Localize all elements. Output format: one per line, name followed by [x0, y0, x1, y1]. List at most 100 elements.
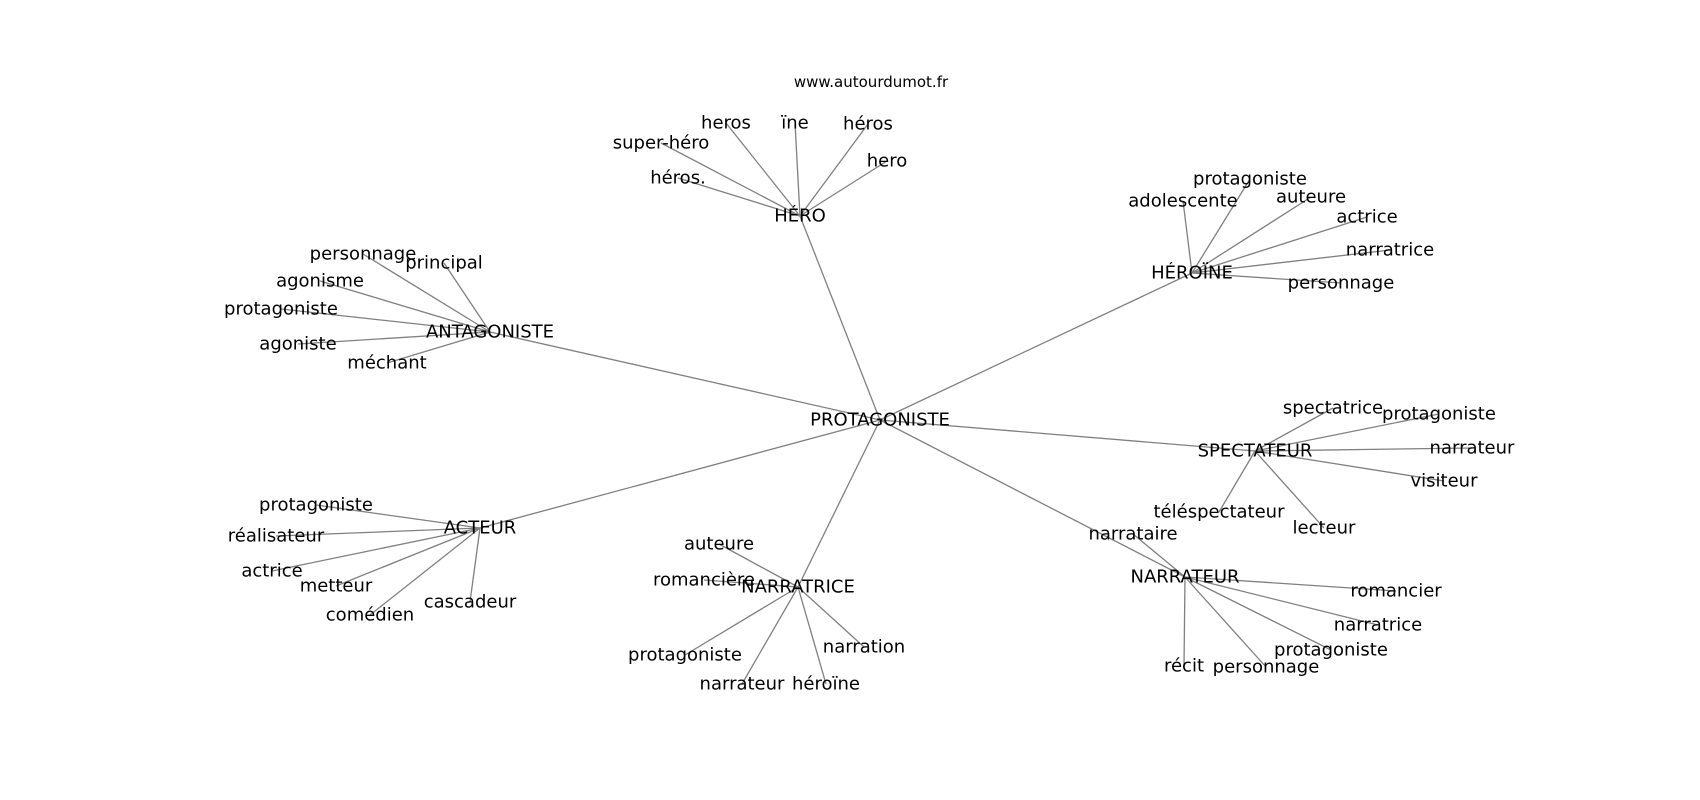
- edge-hub-4-leaf-2: [271, 527, 481, 572]
- leaf-node-label[interactable]: narrateur: [1430, 438, 1515, 459]
- watermark-text: www.autourdumot.fr: [794, 73, 949, 91]
- leaf-node-label[interactable]: récit: [1164, 656, 1204, 677]
- edge-hub-4-leaf-0: [315, 504, 481, 529]
- edge-hub-1-leaf-3: [1191, 216, 1368, 274]
- leaf-node-label[interactable]: narratrice: [1346, 240, 1434, 261]
- leaf-node-label[interactable]: narration: [823, 637, 905, 658]
- leaf-node-label[interactable]: romancière: [653, 570, 755, 591]
- leaf-node-label[interactable]: héros.: [650, 168, 706, 189]
- leaf-node-label[interactable]: protagoniste: [1382, 404, 1496, 425]
- edge-hub-5-leaf-5: [797, 586, 827, 685]
- edge-hub-0-leaf-0: [725, 122, 801, 217]
- leaf-node-label[interactable]: protagoniste: [224, 299, 338, 320]
- leaf-node-label[interactable]: narratrice: [1334, 615, 1422, 636]
- edge-center-hub-2: [489, 331, 881, 421]
- edge-hub-3-leaf-0: [1254, 407, 1334, 452]
- edge-hub-0-leaf-1: [794, 122, 801, 217]
- edge-hub-2-leaf-4: [297, 331, 491, 345]
- leaf-node-label[interactable]: actrice: [1336, 207, 1397, 228]
- graph-labels: heros ïne héros super-héro hero héros. protago…: [224, 113, 1515, 695]
- edge-hub-4-leaf-5: [469, 527, 481, 603]
- leaf-node-label[interactable]: metteur: [300, 576, 373, 597]
- leaf-node-label[interactable]: agoniste: [259, 334, 336, 355]
- edge-center-hub-3: [879, 419, 1256, 452]
- edge-hub-6-leaf-3: [1184, 576, 1332, 651]
- edge-hub-3-leaf-3: [1254, 450, 1445, 482]
- edge-hub-0-leaf-5: [677, 177, 801, 217]
- leaf-node-label[interactable]: heros: [701, 113, 751, 134]
- leaf-node-label[interactable]: protagoniste: [259, 495, 373, 516]
- leaf-node-label[interactable]: réalisateur: [228, 526, 325, 547]
- leaf-node-label[interactable]: actrice: [241, 561, 302, 582]
- edge-hub-4-leaf-1: [275, 527, 481, 537]
- edge-hub-6-leaf-0: [1132, 533, 1186, 578]
- edge-hub-3-leaf-2: [1254, 447, 1473, 452]
- edge-hub-1-leaf-4: [1191, 249, 1391, 274]
- leaf-node-label[interactable]: protagoniste: [628, 645, 742, 666]
- edge-hub-3-leaf-4: [1218, 450, 1256, 513]
- leaf-node-label[interactable]: méchant: [347, 353, 426, 374]
- hub-node-label[interactable]: SPECTATEUR: [1198, 441, 1313, 462]
- edge-hub-5-leaf-4: [741, 586, 799, 685]
- edge-hub-2-leaf-5: [386, 331, 491, 364]
- hub-node-label[interactable]: HÉROÏNE: [1151, 262, 1233, 284]
- leaf-node-label[interactable]: héros: [843, 114, 893, 135]
- edge-hub-1-leaf-0: [1191, 178, 1251, 274]
- leaf-node-label[interactable]: personnage: [1288, 273, 1395, 294]
- leaf-node-label[interactable]: narrataire: [1088, 524, 1177, 545]
- edge-hub-6-leaf-4: [1183, 576, 1186, 667]
- edge-center-hub-1: [879, 272, 1193, 421]
- edge-hub-2-leaf-3: [280, 308, 491, 333]
- hub-node-label[interactable]: ANTAGONISTE: [426, 322, 554, 343]
- leaf-node-label[interactable]: hero: [867, 151, 908, 172]
- graph-edges: [271, 122, 1473, 685]
- edge-center-hub-5: [797, 419, 881, 588]
- leaf-node-label[interactable]: protagoniste: [1193, 169, 1307, 190]
- hub-node-label[interactable]: ACTEUR: [444, 518, 517, 539]
- leaf-node-label[interactable]: héroïne: [792, 674, 860, 695]
- edge-hub-3-leaf-5: [1254, 450, 1325, 529]
- edge-hub-0-leaf-3: [660, 142, 801, 217]
- leaf-node-label[interactable]: personnage: [310, 244, 417, 265]
- leaf-node-label[interactable]: comédien: [326, 605, 414, 626]
- leaf-node-label[interactable]: personnage: [1213, 657, 1320, 678]
- edge-hub-1-leaf-2: [1191, 196, 1312, 274]
- edge-hub-5-leaf-3: [684, 586, 799, 656]
- leaf-node-label[interactable]: narrateur: [700, 674, 785, 695]
- leaf-node-label[interactable]: principal: [405, 253, 483, 274]
- hub-node-label[interactable]: NARRATRICE: [741, 577, 855, 598]
- leaf-node-label[interactable]: cascadeur: [424, 592, 517, 613]
- leaf-node-label[interactable]: super-héro: [613, 133, 710, 154]
- leaf-node-label[interactable]: adolescente: [1128, 191, 1237, 212]
- leaf-node-label[interactable]: auteure: [1276, 187, 1346, 208]
- edge-hub-2-leaf-1: [443, 262, 491, 333]
- leaf-node-label[interactable]: auteure: [684, 534, 754, 555]
- leaf-node-label[interactable]: lecteur: [1293, 518, 1357, 539]
- edge-hub-2-leaf-2: [319, 280, 491, 333]
- hub-node-label[interactable]: NARRATEUR: [1130, 567, 1239, 588]
- leaf-node-label[interactable]: romancier: [1350, 581, 1442, 602]
- edge-hub-5-leaf-2: [797, 586, 865, 648]
- leaf-node-label[interactable]: visiteur: [1411, 471, 1479, 492]
- center-node-label[interactable]: PROTAGONISTE: [810, 410, 950, 431]
- edge-hub-1-leaf-1: [1182, 200, 1193, 274]
- edge-hub-1-leaf-5: [1191, 272, 1342, 284]
- edge-hub-2-leaf-0: [362, 253, 491, 333]
- edge-hub-3-leaf-1: [1254, 413, 1440, 452]
- edge-hub-4-leaf-4: [369, 527, 481, 616]
- leaf-node-label[interactable]: protagoniste: [1274, 640, 1388, 661]
- leaf-node-label[interactable]: agonisme: [276, 271, 364, 292]
- leaf-node-label[interactable]: spectatrice: [1283, 398, 1383, 419]
- leaf-node-label[interactable]: téléspectateur: [1153, 502, 1285, 523]
- edge-center-hub-0: [799, 215, 881, 421]
- leaf-node-label[interactable]: ïne: [780, 113, 808, 134]
- edge-hub-6-leaf-5: [1184, 576, 1267, 668]
- hub-node-label[interactable]: HÉRO: [774, 205, 826, 227]
- edge-hub-0-leaf-2: [799, 123, 869, 217]
- edge-hub-6-leaf-1: [1184, 576, 1397, 592]
- edge-hub-5-leaf-0: [718, 543, 799, 588]
- edge-hub-0-leaf-4: [799, 160, 888, 217]
- edge-hub-6-leaf-2: [1184, 576, 1379, 626]
- edge-center-hub-6: [879, 419, 1186, 578]
